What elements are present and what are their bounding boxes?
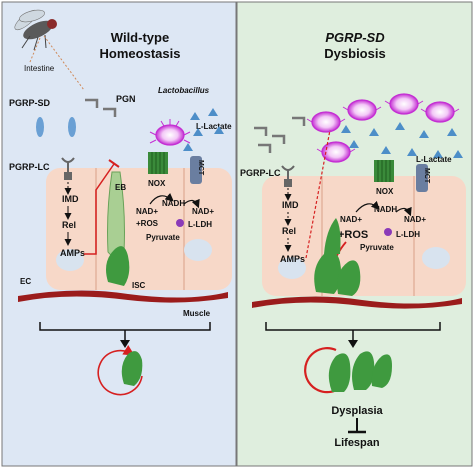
amps-label: AMPs: [60, 248, 85, 258]
pgn-shape: [254, 126, 268, 136]
fly-icon: [14, 9, 85, 91]
dysplasia-label: Dysplasia: [331, 405, 383, 417]
pgrp-sd-shape: [68, 117, 76, 137]
dysplastic-cell: [371, 354, 392, 388]
left-title-line1: Wild-type: [111, 30, 169, 45]
pyruvate-dot: [176, 219, 184, 227]
nadh-label: NADH: [162, 199, 185, 208]
lactate-triangle: [183, 143, 193, 151]
mct-transporter: [190, 156, 202, 184]
pgrp-lc-label: PGRP-LC: [240, 168, 281, 178]
eb-label: EB: [115, 183, 126, 192]
rel-label: Rel: [282, 226, 296, 236]
lactate-triangle: [214, 126, 224, 134]
pgn-shape: [272, 134, 286, 144]
nad-plus-label-2: NAD+: [192, 207, 214, 216]
isc-cell: [337, 260, 361, 296]
right-title-line1: PGRP-SD: [325, 30, 385, 45]
mct-transporter: [416, 164, 428, 192]
lactobacillus-cluster: [306, 93, 460, 163]
isc-cell: [106, 246, 130, 286]
amps-label: AMPs: [280, 254, 305, 264]
lactate-triangle: [419, 130, 429, 138]
pgrp-lc-receptor: [281, 165, 295, 180]
l-lactate-label: L-Lactate: [196, 122, 232, 131]
rel-label: Rel: [62, 220, 76, 230]
lactobacillus-label: Lactobacillus: [158, 86, 210, 95]
lactate-triangle: [447, 128, 457, 136]
amps-weak-inhibition: [305, 129, 331, 259]
nad-plus-label-2: NAD+: [404, 215, 426, 224]
pgn-shape: [85, 98, 99, 108]
lactate-triangle: [341, 125, 351, 133]
muscle-band: [252, 296, 462, 309]
lactate-triangle: [395, 122, 405, 130]
pgn-label: PGN: [116, 94, 136, 104]
pyruvate-label: Pyruvate: [146, 233, 180, 242]
isc-outcome-cell: [121, 351, 143, 386]
lldh-label: L-LDH: [188, 220, 212, 229]
pgrp-sd-label: PGRP-SD: [9, 98, 51, 108]
lactate-triangle: [433, 150, 443, 158]
self-renewal-cycle: [97, 345, 143, 396]
amps-feedback-inhibition: [84, 163, 115, 255]
right-panel: PGRP-SD Dysbiosis L-Lactate: [240, 30, 466, 449]
isc-cell: [324, 218, 341, 254]
nox-icon: [148, 152, 168, 174]
ec-label: EC: [20, 277, 31, 286]
pyruvate-dot: [384, 228, 392, 236]
epithelium-left: [46, 168, 232, 290]
right-title-line2: Dysbiosis: [324, 46, 385, 61]
left-title-line2: Homeostasis: [100, 46, 181, 61]
lactobacillus-icon: [149, 119, 191, 146]
pgrp-sd-shape: [36, 117, 44, 137]
lifespan-label: Lifespan: [334, 437, 380, 449]
nad-plus-label-1: NAD+: [340, 215, 362, 224]
pgn-shape: [103, 107, 117, 117]
nox-label: NOX: [376, 187, 394, 196]
nad-plus-label-1: NAD+: [136, 207, 158, 216]
l-lactate-label: L-Lactate: [416, 155, 452, 164]
isc-cell: [314, 251, 342, 294]
ros-label: +ROS: [136, 219, 159, 228]
muscle-band: [18, 290, 228, 303]
pyruvate-label: Pyruvate: [360, 243, 394, 252]
pgn-shape: [292, 116, 306, 126]
lactate-triangle: [369, 128, 379, 136]
lactate-triangle: [349, 140, 359, 148]
mct-label: MCT: [423, 168, 430, 184]
ros-label: +ROS: [338, 229, 368, 241]
dysplastic-cell: [328, 353, 351, 392]
nadh-label: NADH: [374, 205, 397, 214]
nucleus: [422, 247, 450, 269]
dysplastic-cell: [352, 351, 375, 390]
mct-label: MCT: [197, 160, 204, 176]
lactate-triangle: [407, 148, 417, 156]
lldh-label: L-LDH: [396, 230, 420, 239]
hyperproliferation-cycle: [304, 347, 341, 394]
nucleus: [56, 249, 84, 271]
lactate-triangle: [190, 112, 200, 120]
pgn-shape: [258, 143, 272, 153]
imd-label: IMD: [62, 194, 79, 204]
lactate-triangle: [193, 128, 203, 136]
pgrp-lc-label: PGRP-LC: [9, 162, 50, 172]
isc-label: ISC: [132, 281, 146, 290]
imd-label: IMD: [282, 200, 299, 210]
lactate-triangle: [381, 146, 391, 154]
nucleus: [184, 239, 212, 261]
lactate-triangle: [453, 150, 463, 158]
left-panel: Intestine Wild-type Homeostasis PGRP-SD …: [9, 9, 232, 396]
nox-label: NOX: [148, 179, 166, 188]
nox-icon: [374, 160, 394, 182]
intestine-label: Intestine: [24, 64, 55, 73]
muscle-label: Muscle: [183, 309, 211, 318]
nucleus: [278, 257, 306, 279]
lactate-triangle: [208, 108, 218, 116]
